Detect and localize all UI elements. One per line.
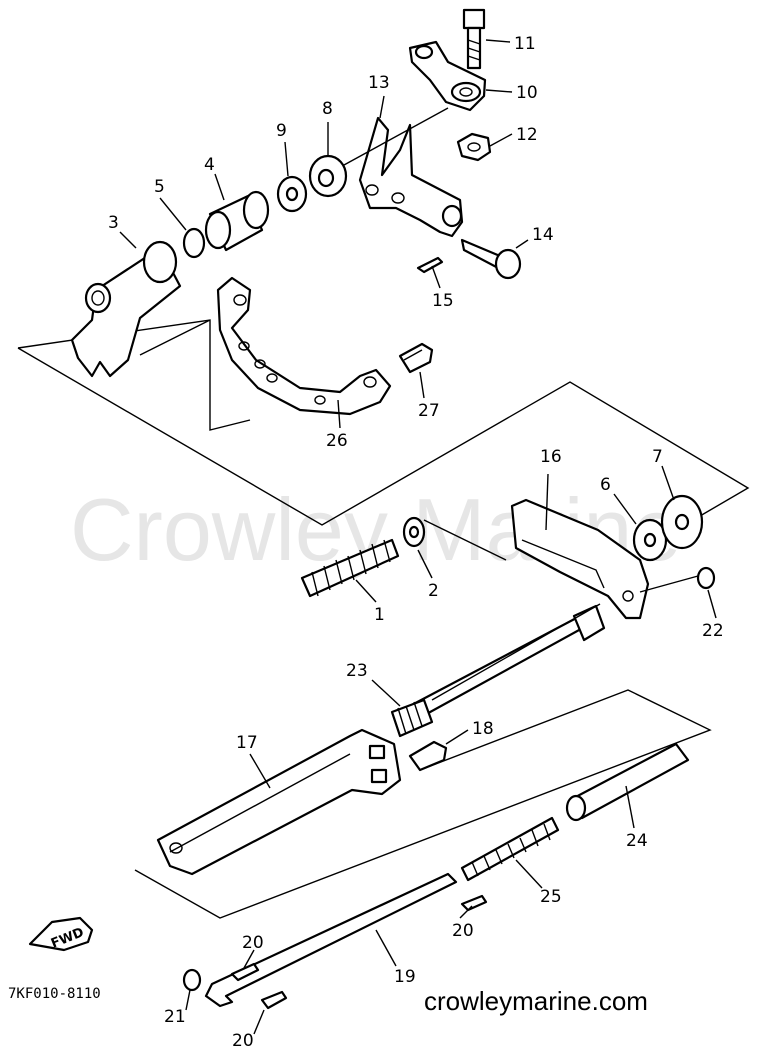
washer-21 [182,968,202,992]
callout-22: 22 [702,621,724,641]
callout-6: 6 [600,475,611,495]
lower-group-outline [134,689,712,919]
callout-17: 17 [236,733,258,753]
circlip-5 [182,227,206,259]
callout-2: 2 [428,581,439,601]
guide-line-clip-22 [639,575,699,593]
cotter-pin-20a [460,894,488,912]
swivel-bracket-3 [70,240,182,378]
spring-25 [460,816,560,882]
callout-21: 21 [164,1007,186,1027]
callout-10: 10 [516,83,538,103]
callout-23: 23 [346,661,368,681]
spring-1 [300,538,400,598]
callout-14: 14 [532,225,554,245]
spring-23 [390,698,434,738]
callout-3: 3 [108,213,119,233]
arc-bracket-26 [216,276,392,416]
nut-12 [456,132,492,162]
bolt-11 [462,8,486,70]
callout-8: 8 [322,99,333,119]
pin-14 [460,238,522,280]
rod [404,604,606,724]
callout-7: 7 [652,447,663,467]
link-rod-19 [204,872,458,1008]
upper-group-outline [17,347,750,526]
callout-5: 5 [154,177,165,197]
clip-22 [696,566,716,590]
bolt-18 [408,740,448,772]
washer-9 [276,175,308,213]
cotter-pin-20b [230,962,260,982]
callout-4: 4 [204,155,215,175]
bracket-13 [358,116,464,238]
fwd-arrow-icon: FWD [28,916,94,952]
callout-20-a: 20 [452,921,474,941]
callout-12: 12 [516,125,538,145]
drawing-code: 7KF010-8110 [8,986,101,1002]
callout-18: 18 [472,719,494,739]
callout-15: 15 [432,291,454,311]
callout-20-c: 20 [232,1031,254,1051]
lever-17 [156,728,402,876]
guide-line-bracket [139,319,211,356]
callout-20-b: 20 [242,933,264,953]
callout-1: 1 [374,605,385,625]
callout-16: 16 [540,447,562,467]
callout-19: 19 [394,967,416,987]
guide-line-rod [431,603,601,701]
washer-8 [308,154,348,198]
callout-26: 26 [326,431,348,451]
callout-27: 27 [418,401,440,421]
site-url: crowleymarine.com [424,986,648,1016]
cotter-pin-15 [416,256,444,274]
bushing-4 [204,190,270,252]
callout-11: 11 [514,34,536,54]
callout-24: 24 [626,831,648,851]
washer-6 [632,518,668,562]
leader-lines [119,39,717,1035]
bolt-27 [398,342,434,374]
callout-25: 25 [540,887,562,907]
tube-24 [565,742,690,822]
washer-7 [660,494,704,550]
guide-line-washers [343,107,449,166]
callout-13: 13 [368,73,390,93]
washer-2 [402,516,426,548]
cotter-pin-20c [260,990,288,1010]
clamp-bracket-10 [408,40,487,112]
callout-9: 9 [276,121,287,141]
guide-line-washer-2 [423,519,507,561]
